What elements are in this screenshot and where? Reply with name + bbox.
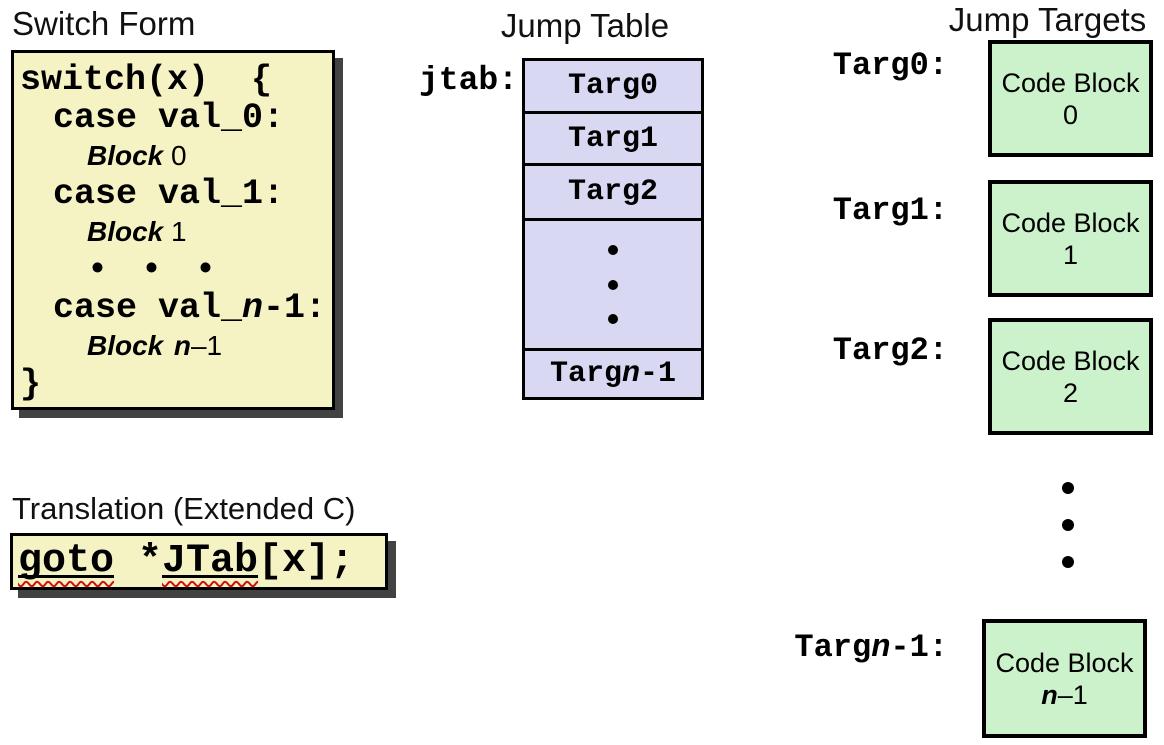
n-variable: n bbox=[1041, 679, 1058, 710]
code-text: case val_1: bbox=[53, 174, 285, 214]
jump-table-ellipsis-cell bbox=[525, 218, 701, 348]
misspelled-word-wrap: JTab bbox=[162, 539, 258, 584]
code-block-number: 2 bbox=[1062, 377, 1079, 408]
code-line-close-brace: } bbox=[14, 365, 332, 403]
code-block-n-1-box: Code Block n–1 bbox=[982, 619, 1147, 738]
block-keyword: Block bbox=[87, 330, 164, 361]
n-variable: n bbox=[871, 629, 891, 666]
code-line-block1: Block 1 bbox=[14, 213, 332, 251]
jump-table-cell-targ0: Targ0 bbox=[525, 61, 701, 111]
cell-text: Targ0 bbox=[567, 69, 658, 103]
code-block-1-box: Code Block 1 bbox=[988, 180, 1153, 297]
code-block-number: 1 bbox=[1062, 239, 1079, 270]
cell-text: -1 bbox=[640, 357, 677, 391]
switch-form-heading: Switch Form bbox=[12, 5, 196, 42]
code-line-case1: case val_1: bbox=[14, 175, 332, 213]
cell-text: Targ1 bbox=[567, 121, 658, 156]
block-keyword: Block bbox=[87, 216, 164, 247]
code-block-text: Code Block bbox=[1001, 345, 1140, 376]
ellipsis-dot bbox=[1062, 519, 1074, 531]
code-line-block0: Block 0 bbox=[14, 137, 332, 175]
code-block-text: Code Block bbox=[1001, 207, 1140, 238]
misspelled-word-wrap: goto bbox=[18, 539, 114, 584]
jump-targets-ellipsis bbox=[1062, 482, 1074, 568]
n-variable: n bbox=[621, 357, 640, 391]
n-variable: n bbox=[173, 330, 191, 361]
code-text: switch(x) { bbox=[20, 60, 273, 100]
block-number: 1 bbox=[163, 216, 187, 247]
ellipsis-dot bbox=[608, 313, 618, 324]
targn-1-label: Targn-1: bbox=[700, 632, 948, 664]
code-text: [x]; bbox=[258, 538, 355, 584]
jump-targets-heading: Jump Targets bbox=[948, 1, 1147, 38]
code-block-text: Code Block bbox=[1001, 67, 1140, 98]
cell-text: Targ2 bbox=[567, 175, 658, 209]
ellipsis-dot bbox=[608, 245, 618, 256]
code-block-number: n–1 bbox=[1041, 679, 1088, 711]
targ1-label: Targ1: bbox=[832, 192, 948, 229]
jump-table-heading: Jump Table bbox=[500, 7, 670, 44]
code-block-text: Code Block bbox=[995, 647, 1134, 678]
code-line-casen: case val_n-1: bbox=[14, 289, 332, 327]
code-line-ellipsis: • • • bbox=[14, 251, 332, 289]
label-text: Targ bbox=[794, 629, 872, 666]
jtab-pointer-label: jtab: bbox=[418, 62, 518, 99]
code-text: -1: bbox=[263, 288, 327, 328]
jump-table-cell-targ1: Targ1 bbox=[525, 111, 701, 163]
block-number: –1 bbox=[190, 330, 223, 361]
code-text: * bbox=[114, 538, 163, 584]
code-line-switch-open: switch(x) { bbox=[14, 61, 332, 99]
code-text: case val_ bbox=[53, 288, 243, 328]
block-number: 0 bbox=[163, 140, 187, 171]
jtab-identifier: JTab bbox=[162, 538, 259, 584]
cell-text: Targ bbox=[549, 357, 622, 391]
ellipsis-dot bbox=[1062, 556, 1074, 568]
ellipsis-dot bbox=[608, 279, 618, 290]
targ0-label: Targ0: bbox=[832, 47, 948, 84]
code-block-number: 0 bbox=[1062, 99, 1079, 130]
code-line-case0: case val_0: bbox=[14, 99, 332, 137]
goto-statement: goto *JTab[x]; bbox=[13, 538, 355, 584]
n-variable: n bbox=[242, 288, 264, 328]
translation-heading: Translation (Extended C) bbox=[12, 491, 356, 526]
code-block-2-box: Code Block 2 bbox=[988, 318, 1153, 435]
ellipsis-dots: • • • bbox=[87, 250, 223, 290]
block-keyword: Block bbox=[87, 140, 164, 171]
code-text: } bbox=[20, 364, 42, 404]
translation-code-box: goto *JTab[x]; bbox=[10, 533, 388, 590]
jump-table-cell-targ2: Targ2 bbox=[525, 163, 701, 218]
goto-keyword: goto bbox=[18, 538, 115, 584]
number-text: –1 bbox=[1057, 679, 1088, 710]
code-text: case val_0: bbox=[53, 98, 285, 138]
targ2-label: Targ2: bbox=[832, 332, 948, 369]
ellipsis-dot bbox=[1062, 482, 1074, 494]
label-text: -1: bbox=[890, 629, 948, 666]
switch-form-code-box: switch(x) { case val_0: Block 0 case val… bbox=[11, 50, 335, 410]
code-block-0-box: Code Block 0 bbox=[988, 40, 1153, 157]
